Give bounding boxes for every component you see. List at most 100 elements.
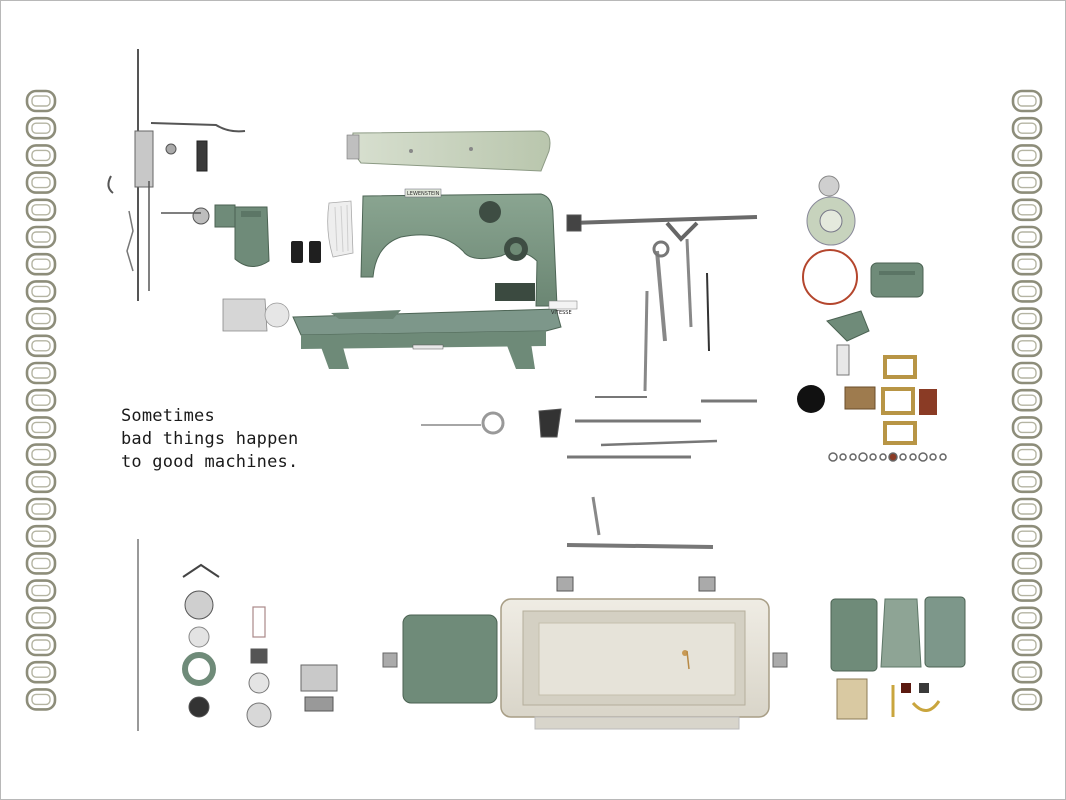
chain-link-inner [31,639,51,651]
chain-link [1011,307,1043,330]
chain-link [25,252,57,276]
chain-link-inner [31,612,51,624]
chain-link-inner [1017,693,1037,706]
washer-part [849,453,857,461]
chain-link-inner [1017,421,1037,434]
chain-link [1011,443,1043,466]
chain-link-inner [31,285,51,298]
chain-link-inner [31,204,51,216]
chain-link-inner [31,367,51,379]
chain-link-inner [1017,584,1037,597]
chain-link-inner [31,95,51,107]
chain-link-inner [1017,530,1037,542]
washer-part [839,453,847,461]
chain-link-inner [1017,612,1037,624]
chain-link [25,116,57,140]
chain-link [1011,688,1043,711]
chain-link-inner [31,448,51,461]
chain-link [25,552,57,575]
chain-link [1011,116,1043,140]
chain-link [1011,334,1043,358]
tagline-line-2: bad things happen [121,429,299,449]
washer-part [858,452,868,462]
chain-link [25,470,57,494]
chain-link-inner [31,394,51,406]
chain-link-inner [31,340,51,352]
chain-link-inner [1017,476,1037,488]
chain-link [1011,280,1043,303]
chain-link-inner [31,421,51,434]
chain-link [25,361,57,385]
tagline-line-1: Sometimes [121,406,215,426]
carrying-case [382,598,788,730]
chain-link-inner [1017,639,1037,651]
chain-link [1011,579,1043,602]
chain-link [1011,198,1043,222]
chain-link [25,334,57,358]
washer-part [929,453,937,461]
chain-link [25,225,57,249]
chain-link-inner [31,149,51,162]
chain-link [1011,252,1043,276]
chain-link [25,688,57,711]
right-bead-chain [1011,89,1043,711]
chain-link-inner [1017,149,1037,162]
tagline-line-3: to good machines. [121,452,299,472]
chain-link-inner [31,503,51,515]
chain-link-inner [1017,176,1037,189]
motor-assembly [797,175,937,445]
chain-link [25,524,57,548]
chain-link [25,89,57,113]
chain-link-inner [31,122,51,134]
chain-link [1011,552,1043,575]
chain-link [25,579,57,602]
chain-link [25,633,57,657]
chain-link-inner [31,666,51,678]
chain-link-inner [31,176,51,189]
chain-link-inner [31,476,51,488]
chain-link-inner [1017,340,1037,352]
chain-link-inner [31,557,51,570]
washer-part [909,453,917,461]
chain-link [1011,416,1043,439]
chain-link [25,606,57,630]
chain-link [25,171,57,194]
bobbin-winder-stack [137,539,338,731]
chain-link [1011,633,1043,657]
chain-link-inner [1017,394,1037,406]
chain-link-inner [31,693,51,706]
chain-link-inner [31,530,51,542]
chain-link-inner [1017,448,1037,461]
chain-link-inner [1017,231,1037,243]
chain-link [1011,606,1043,630]
chain-link-inner [1017,95,1037,107]
chain-link-inner [31,231,51,243]
chain-link [25,497,57,521]
chain-link-inner [1017,285,1037,298]
needle-bar-assembly [107,49,246,301]
chain-link [1011,171,1043,194]
chain-link [1011,524,1043,548]
brand-plate: LEWENSTEIN [407,191,440,197]
chain-link-inner [1017,503,1037,515]
chain-link-inner [1017,258,1037,270]
chain-link [1011,144,1043,167]
tagline: Sometimes bad things happen to good mach… [121,405,298,474]
left-bead-chain [25,89,57,711]
chain-link-inner [1017,666,1037,678]
chain-link [25,660,57,684]
foot-pedal-assembly [830,596,966,720]
chain-link [25,144,57,167]
chain-link-inner [1017,204,1037,216]
chain-link [25,443,57,466]
washer-part [828,452,838,462]
chain-link [1011,89,1043,113]
main-shaft-assembly [421,214,758,592]
washer-part [939,453,947,461]
chain-link [1011,470,1043,494]
chain-link-inner [1017,367,1037,379]
chain-link [1011,225,1043,249]
washer-part [869,453,877,461]
